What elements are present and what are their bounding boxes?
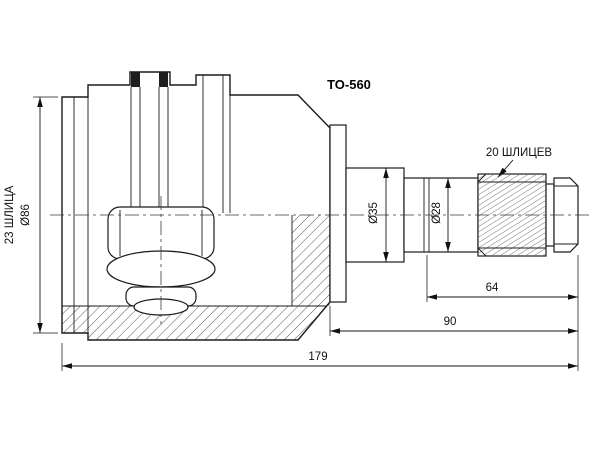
spline-chamfer-top — [477, 173, 487, 183]
housing-section-hatch-bottom — [62, 306, 326, 340]
dim-64-value: 64 — [486, 282, 499, 294]
housing-section-hatch-wall — [292, 215, 330, 306]
label-shaft-diameter-28: Ø28 — [431, 202, 443, 224]
part-code: TO-560 — [327, 77, 371, 92]
leader-right-splines — [497, 159, 514, 178]
dim-179-value: 179 — [308, 351, 327, 363]
spline-chamfer-bottom — [477, 247, 487, 257]
label-right-splines: 20 ШЛИЦЕВ — [486, 147, 553, 159]
shaft-assembly — [329, 124, 579, 303]
label-shaft-diameter-35: Ø35 — [368, 202, 380, 224]
dim-90-value: 90 — [444, 316, 457, 328]
label-left-diameter: Ø86 — [20, 204, 32, 226]
flange — [329, 124, 347, 303]
centerlines — [50, 196, 592, 324]
dimensions: 23 ШЛИЦА Ø86 Ø35 Ø28 20 ШЛИЦЕВ 64 90 179 — [4, 96, 579, 371]
boot-band-2 — [159, 72, 168, 87]
boot-band-1 — [131, 72, 140, 87]
label-left-splines: 23 ШЛИЦА — [4, 185, 16, 244]
shaft-section-28 — [403, 177, 479, 253]
